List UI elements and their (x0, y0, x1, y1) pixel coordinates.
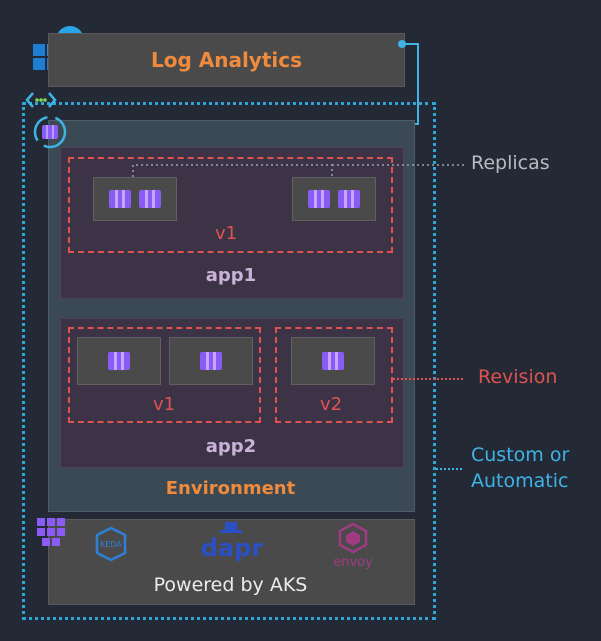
revision-label: Revision (478, 366, 558, 388)
app2-revision-v1-label: v1 (152, 394, 176, 415)
revision-container (169, 337, 253, 385)
envoy-logo: envoy (328, 522, 378, 570)
replicas-label: Replicas (471, 152, 550, 174)
code-icon (24, 90, 58, 110)
scaling-label: Custom or Automatic (471, 442, 569, 494)
scaling-boundary (22, 102, 436, 620)
app1-box (60, 147, 404, 299)
keda-icon: KEDA (92, 525, 130, 563)
container-app-icon (106, 350, 132, 372)
revision-connector (393, 378, 463, 380)
scaling-label-line1: Custom or (471, 444, 570, 466)
app2-revision-v1 (68, 327, 261, 423)
app1-revision-v1-label: v1 (214, 223, 238, 244)
replica-container (93, 177, 177, 221)
container-app-icon (137, 188, 163, 210)
aks-icon (34, 515, 70, 549)
dapr-logo: dapr (200, 522, 264, 566)
environment-label: Environment (165, 478, 296, 499)
envoy-text: envoy (333, 555, 373, 570)
scaling-label-line2: Automatic (471, 470, 569, 492)
container-app-icon (336, 188, 362, 210)
app2-revision-v2 (275, 327, 393, 423)
aks-label: Powered by AKS (153, 574, 308, 596)
app1-revision-v1 (68, 157, 393, 253)
dapr-text: dapr (201, 534, 264, 562)
app2-label: app2 (205, 436, 257, 457)
log-analytics-title: Log Analytics (150, 48, 303, 72)
revision-container (291, 337, 375, 385)
app1-label: app1 (205, 265, 257, 286)
revision-container (77, 337, 161, 385)
replica-container (292, 177, 376, 221)
scaling-connector (436, 468, 462, 470)
replicas-connector (132, 164, 465, 177)
app2-revision-v2-label: v2 (319, 394, 343, 415)
log-analytics-box: Log Analytics (48, 33, 405, 87)
container-app-icon (306, 188, 332, 210)
container-apps-icon (32, 114, 68, 150)
container-app-icon (107, 188, 133, 210)
container-app-icon (198, 350, 224, 372)
container-app-icon (320, 350, 346, 372)
keda-text: KEDA (100, 540, 122, 549)
